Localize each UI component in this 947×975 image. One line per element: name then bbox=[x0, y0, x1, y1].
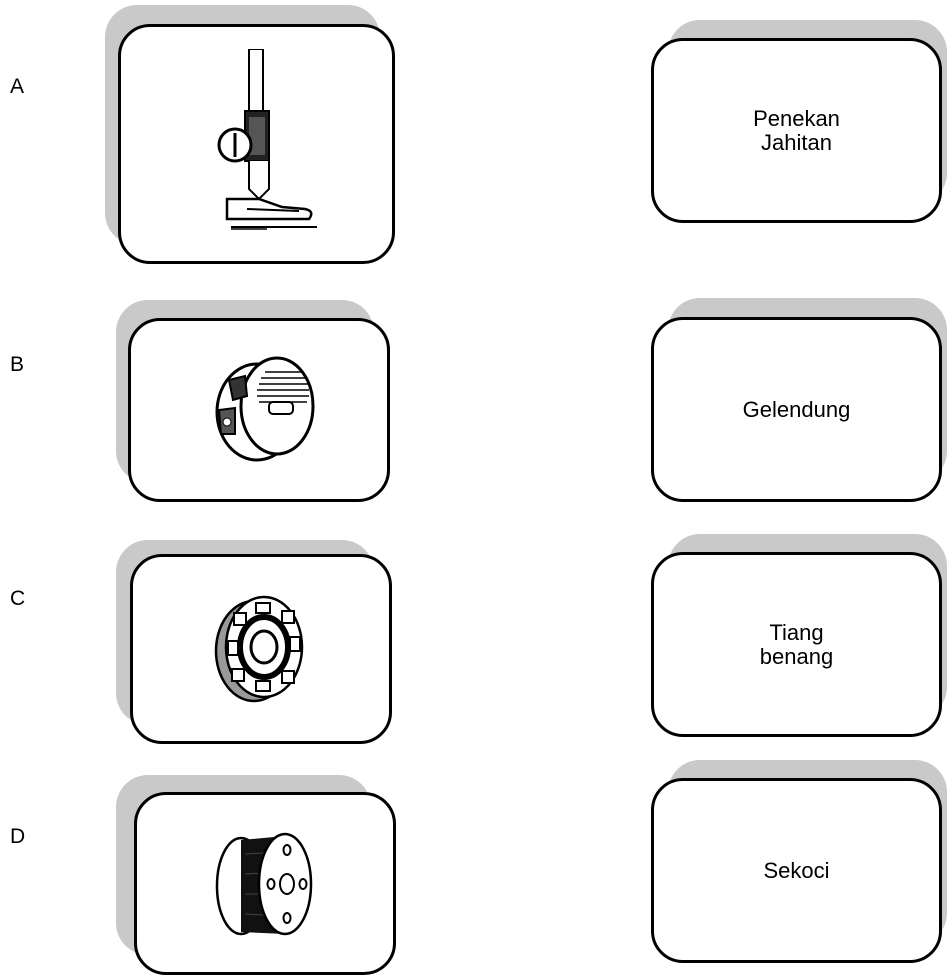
picture-card-frame bbox=[134, 792, 396, 975]
label-card-frame: Penekan Jahitan bbox=[651, 38, 942, 223]
label-card-frame: Tiang benang bbox=[651, 552, 942, 737]
label-text: Tiang benang bbox=[759, 619, 834, 669]
label-card-frame: Sekoci bbox=[651, 778, 942, 963]
label-text: Gelendung bbox=[742, 396, 851, 422]
label-text: Penekan Jahitan bbox=[753, 105, 840, 155]
label-text: Sekoci bbox=[763, 857, 830, 883]
label-card-frame: Gelendung bbox=[651, 317, 942, 502]
picture-card-frame bbox=[118, 24, 395, 264]
row-letter-c: C bbox=[10, 587, 26, 610]
bobbin-case-icon bbox=[215, 356, 315, 462]
row-letter-a: A bbox=[10, 75, 25, 98]
picture-card-frame bbox=[130, 554, 392, 744]
row-letter-d: D bbox=[10, 825, 26, 848]
thread-spool-icon bbox=[215, 832, 313, 935]
row-letter-b: B bbox=[10, 353, 25, 376]
presser-foot-icon bbox=[217, 49, 317, 230]
picture-card-frame bbox=[128, 318, 390, 502]
bobbin-icon bbox=[214, 595, 304, 703]
